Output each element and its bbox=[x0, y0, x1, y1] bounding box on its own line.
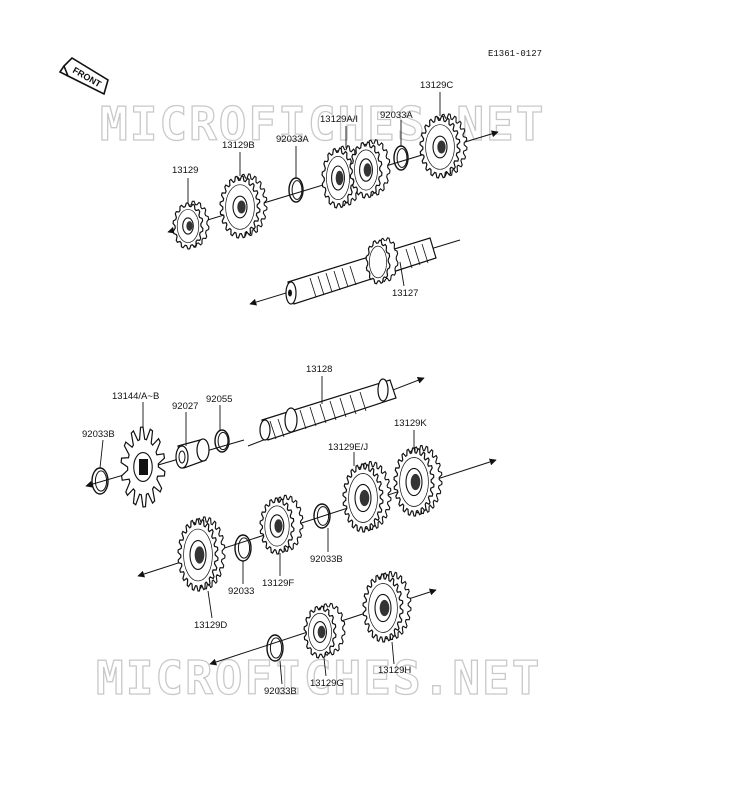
label-92033: 92033 bbox=[228, 586, 254, 597]
circlip-92033B-2 bbox=[313, 503, 331, 529]
label-92055: 92055 bbox=[206, 394, 232, 405]
label-13129: 13129 bbox=[172, 165, 198, 176]
label-13129G: 13129G bbox=[310, 678, 344, 689]
leader-lines bbox=[99, 92, 441, 685]
label-13128: 13128 bbox=[306, 364, 332, 375]
gear-13129EJ bbox=[342, 461, 392, 533]
circlip-92033B-1 bbox=[91, 467, 109, 495]
label-13129K: 13129K bbox=[394, 418, 427, 429]
label-13129C: 13129C bbox=[420, 80, 453, 91]
gear-13129H bbox=[362, 571, 412, 643]
gear-13129F bbox=[259, 494, 304, 555]
sprocket-axis-line bbox=[85, 439, 245, 488]
label-92033A-1: 92033A bbox=[276, 134, 309, 145]
sprocket-13144 bbox=[120, 426, 166, 508]
circlip-92033B-3 bbox=[266, 634, 284, 662]
gear-13129AI-b bbox=[349, 139, 391, 199]
gear-13129AI-a bbox=[321, 145, 363, 209]
collar-92027 bbox=[175, 438, 210, 469]
gear-13129G bbox=[303, 602, 346, 659]
gear-13129B bbox=[219, 173, 268, 239]
label-13127: 13127 bbox=[392, 288, 418, 299]
gear-13127-integral bbox=[365, 237, 399, 285]
gear-13129 bbox=[172, 200, 210, 250]
front-arrow-icon: FRONT bbox=[58, 56, 109, 96]
label-92033B-2: 92033B bbox=[310, 554, 343, 565]
shaft-13127 bbox=[249, 237, 461, 306]
label-92033B-1: 92033B bbox=[82, 429, 115, 440]
shaft-13128 bbox=[247, 377, 425, 447]
part-labels: 13129 13129B 92033A 13129A/I 92033A 1312… bbox=[82, 80, 453, 697]
label-13129D: 13129D bbox=[194, 620, 227, 631]
label-13129EJ: 13129E/J bbox=[328, 442, 368, 453]
gear-13129K bbox=[393, 445, 443, 517]
gear-13129D bbox=[177, 516, 226, 592]
label-13129AI: 13129A/I bbox=[320, 114, 358, 125]
label-13129B: 13129B bbox=[222, 140, 255, 151]
circlip-92033 bbox=[234, 534, 252, 562]
label-13129H: 13129H bbox=[378, 665, 411, 676]
label-13129F: 13129F bbox=[262, 578, 294, 589]
label-92033B-3: 92033B bbox=[264, 686, 297, 697]
label-92033A-2: 92033A bbox=[380, 110, 413, 121]
label-13144: 13144/A~B bbox=[112, 391, 159, 402]
circlip-92033A-1 bbox=[288, 177, 304, 203]
label-92027: 92027 bbox=[172, 401, 198, 412]
diagram-code: E1361-0127 bbox=[488, 49, 542, 59]
o-ring-92055 bbox=[214, 429, 230, 453]
gear-13129C bbox=[419, 113, 468, 179]
